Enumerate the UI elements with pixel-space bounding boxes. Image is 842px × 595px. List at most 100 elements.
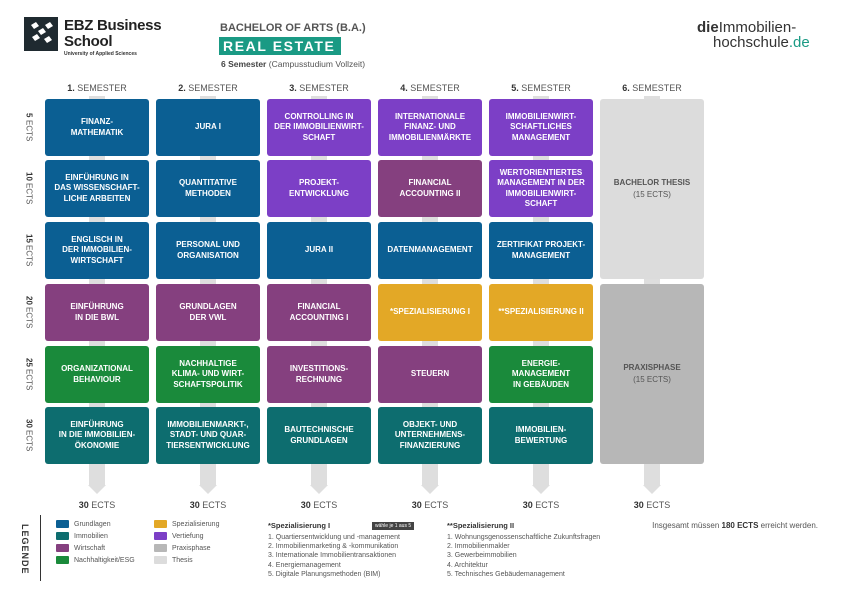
spec1-badge: wähle je 1 aus 5 xyxy=(372,522,415,530)
module-box[interactable]: INVESTITIONS- RECHNUNG xyxy=(267,346,371,403)
module-box[interactable]: WERTORIENTIERTES MANAGEMENT IN DER IMMOB… xyxy=(489,160,593,217)
legend-label: Thesis xyxy=(172,556,193,564)
module-label: *SPEZIALISIERUNG I xyxy=(389,307,470,317)
module-box[interactable]: IMMOBILIENWIRT- SCHAFTLICHES MANAGEMENT xyxy=(489,99,593,156)
module-box[interactable]: EINFÜHRUNG IN DIE IMMOBILIEN- ÖKONOMIE xyxy=(45,407,149,464)
thesis-block-ects: (15 ECTS) xyxy=(633,189,671,199)
spec2-list: 1. Wohnungsgenossenschaftliche Zukunftsf… xyxy=(447,533,600,579)
total-unit: ECTS xyxy=(91,500,116,510)
total-value: 30 xyxy=(633,500,644,510)
module-box[interactable]: ENGLISCH IN DER IMMOBILIEN- WIRTSCHAFT xyxy=(45,222,149,279)
module-label: BAUTECHNISCHE GRUNDLAGEN xyxy=(284,425,354,445)
module-box[interactable]: OBJEKT- UND UNTERNEHMENS- FINANZIERUNG xyxy=(378,407,482,464)
module-label: EINFÜHRUNG IN DIE BWL xyxy=(70,302,124,322)
module-box[interactable]: EINFÜHRUNG IN DIE BWL xyxy=(45,284,149,341)
module-box[interactable]: FINANZ- MATHEMATIK xyxy=(45,99,149,156)
module-box[interactable]: ORGANIZATIONAL BEHAVIOUR xyxy=(45,346,149,403)
semester-header-4: 4. SEMESTER xyxy=(378,83,482,93)
total-note: Insgesamt müssen 180 ECTS erreicht werde… xyxy=(652,521,818,530)
ects-row-label-6: 30 ECTS xyxy=(21,407,37,464)
module-label: ENGLISCH IN DER IMMOBILIEN- WIRTSCHAFT xyxy=(62,234,132,265)
module-label: ZERTIFIKAT PROJEKT- MANAGEMENT xyxy=(496,240,586,260)
column-arrow xyxy=(199,485,217,494)
ebz-logo-icon xyxy=(24,17,58,51)
program-title: REAL ESTATE xyxy=(219,37,341,55)
module-label: QUANTITATIVE METHODEN xyxy=(179,178,237,198)
semester-mode: (Campusstudium Vollzeit) xyxy=(268,59,366,69)
legend-label: Immobilien xyxy=(74,532,108,540)
semester-word: SEMESTER xyxy=(521,83,571,93)
total-value: 30 xyxy=(189,500,200,510)
legend-swatch xyxy=(56,520,69,528)
module-label: ORGANIZATIONAL BEHAVIOUR xyxy=(61,364,133,384)
module-box[interactable]: STEUERN xyxy=(378,346,482,403)
spec2-item: 4. Architektur xyxy=(447,561,488,569)
ects-row-value: 25 xyxy=(24,358,34,368)
total-value: 30 xyxy=(522,500,533,510)
spec2-item: 1. Wohnungsgenossenschaftliche Zukunftsf… xyxy=(447,534,601,541)
module-box[interactable]: NACHHALTIGE KLIMA- UND WIRT- SCHAFTSPOLI… xyxy=(156,346,260,403)
semester-word: SEMESTER xyxy=(188,83,238,93)
total-value: 30 xyxy=(300,500,311,510)
legend-item: Thesis xyxy=(154,556,193,564)
praxisphase-block-label: PRAXISPHASE xyxy=(623,363,681,372)
module-label: IMMOBILIEN- BEWERTUNG xyxy=(514,425,568,445)
module-label: DATENMANAGEMENT xyxy=(387,245,473,255)
ebz-logo: EBZ Business School University of Applie… xyxy=(24,17,164,61)
note-pre: Insgesamt müssen xyxy=(652,521,720,530)
logo-line1: EBZ Business xyxy=(64,17,162,34)
column-arrow xyxy=(88,485,106,494)
ects-row-unit: ECTS xyxy=(24,183,34,205)
legend-swatch xyxy=(56,556,69,564)
module-box[interactable]: FINANCIAL ACCOUNTING I xyxy=(267,284,371,341)
module-label: JURA I xyxy=(195,122,221,132)
total-unit: ECTS xyxy=(202,500,227,510)
module-box[interactable]: **SPEZIALISIERUNG II xyxy=(489,284,593,341)
spec1-item: 4. Energiemanagement xyxy=(268,561,341,569)
module-box[interactable]: ENERGIE- MANAGEMENT IN GEBÄUDEN xyxy=(489,346,593,403)
module-label: CONTROLLING IN DER IMMOBILIENWIRT- SCHAF… xyxy=(274,111,364,142)
semester-number: 2. xyxy=(178,83,186,93)
total-value: 30 xyxy=(411,500,422,510)
semester-header-6: 6. SEMESTER xyxy=(600,83,704,93)
semester-number: 3. xyxy=(289,83,297,93)
module-box[interactable]: CONTROLLING IN DER IMMOBILIENWIRT- SCHAF… xyxy=(267,99,371,156)
ects-row-unit: ECTS xyxy=(24,245,34,267)
module-box[interactable]: IMMOBILIENMARKT-, STADT- UND QUAR- TIERS… xyxy=(156,407,260,464)
spec2-item: 2. Immobilienmakler xyxy=(447,543,510,551)
module-box[interactable]: QUANTITATIVE METHODEN xyxy=(156,160,260,217)
module-label: FINANCIAL ACCOUNTING I xyxy=(289,302,349,322)
site-tld: .de xyxy=(788,34,810,51)
legend-label: Nachhaltigkeit/ESG xyxy=(74,556,135,564)
legend-item: Grundlagen xyxy=(56,520,111,528)
module-box[interactable]: *SPEZIALISIERUNG I xyxy=(378,284,482,341)
module-box[interactable]: PERSONAL UND ORGANISATION xyxy=(156,222,260,279)
column-arrow xyxy=(310,485,328,494)
note-bold: 180 ECTS xyxy=(721,521,759,530)
semester-total-1: 30 ECTS xyxy=(45,500,149,510)
module-label: **SPEZIALISIERUNG II xyxy=(498,307,584,317)
module-box[interactable]: JURA II xyxy=(267,222,371,279)
module-box[interactable]: GRUNDLAGEN DER VWL xyxy=(156,284,260,341)
module-label: ENERGIE- MANAGEMENT IN GEBÄUDEN xyxy=(511,358,571,389)
module-box[interactable]: IMMOBILIEN- BEWERTUNG xyxy=(489,407,593,464)
module-box[interactable]: ZERTIFIKAT PROJEKT- MANAGEMENT xyxy=(489,222,593,279)
legend-label: Spezialisierung xyxy=(172,520,220,528)
legend-swatch xyxy=(154,520,167,528)
thesis-block[interactable]: BACHELOR THESIS(15 ECTS) xyxy=(600,99,704,279)
module-box[interactable]: BAUTECHNISCHE GRUNDLAGEN xyxy=(267,407,371,464)
column-arrow xyxy=(643,485,661,494)
praxisphase-block[interactable]: PRAXISPHASE(15 ECTS) xyxy=(600,284,704,464)
module-box[interactable]: FINANCIAL ACCOUNTING II xyxy=(378,160,482,217)
spec1-item: 1. Quartiersentwicklung und -management xyxy=(268,534,400,541)
module-box[interactable]: EINFÜHRUNG IN DAS WISSENSCHAFT- LICHE AR… xyxy=(45,160,149,217)
module-box[interactable]: INTERNATIONALE FINANZ- UND IMMOBILIENMÄR… xyxy=(378,99,482,156)
logo-line3: University of Applied Sciences xyxy=(64,51,137,57)
module-box[interactable]: DATENMANAGEMENT xyxy=(378,222,482,279)
legend-swatch xyxy=(56,544,69,552)
module-box[interactable]: JURA I xyxy=(156,99,260,156)
module-box[interactable]: PROJEKT- ENTWICKLUNG xyxy=(267,160,371,217)
legend-divider xyxy=(40,515,41,581)
spec2-title: **Spezialisierung II xyxy=(447,521,515,530)
module-label: IMMOBILIENWIRT- SCHAFTLICHES MANAGEMENT xyxy=(505,111,577,142)
